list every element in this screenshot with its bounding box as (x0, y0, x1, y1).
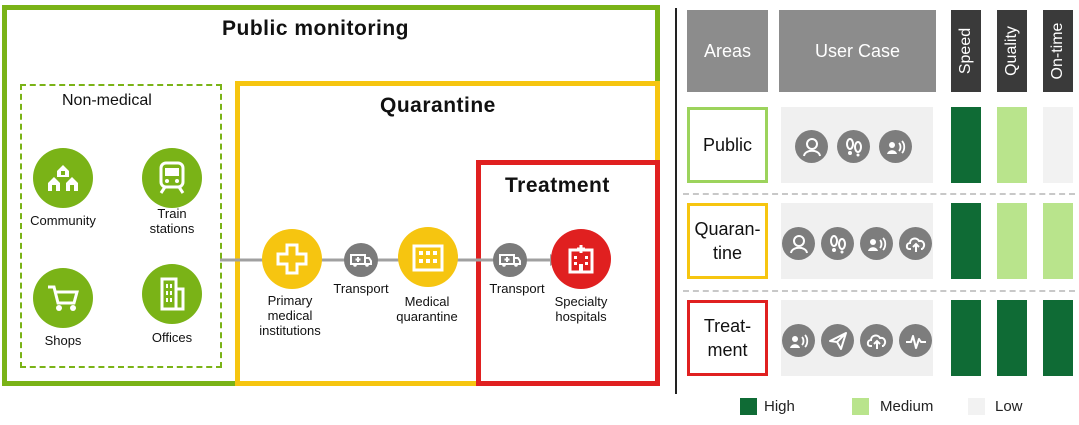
footprints-icon (821, 227, 854, 260)
on-time-header: On-time (1043, 10, 1073, 92)
legend-medium-label: Medium (880, 398, 934, 415)
offices-label: Offices (151, 330, 193, 345)
voice-icon (879, 130, 912, 163)
legend-high-swatch (740, 398, 757, 415)
row-separator (683, 193, 1075, 195)
shops-label: Shops (44, 333, 82, 348)
public-monitoring-title: Public monitoring (222, 17, 409, 40)
person-icon (782, 227, 815, 260)
non-medical-box (20, 84, 222, 368)
on-time-level-treatment (1043, 300, 1073, 376)
speed-header: Speed (951, 10, 981, 92)
row-separator (683, 290, 1075, 292)
voice-icon (860, 227, 893, 260)
ambulance-icon (344, 243, 378, 277)
quality-level-public (997, 107, 1027, 183)
voice-icon (782, 324, 815, 357)
area-public: Public (687, 107, 768, 183)
hospital-icon (551, 229, 611, 289)
area-quarantine: Quaran- tine (687, 203, 768, 279)
transport-label-1: Transport (333, 281, 389, 296)
speed-level-public (951, 107, 981, 183)
quality-level-quarantine (997, 203, 1027, 279)
specialty-hospitals-label: Specialty hospitals (554, 294, 608, 324)
treatment-box (476, 160, 660, 386)
quarantine-title: Quarantine (380, 94, 496, 117)
divider (675, 8, 677, 394)
medical-cross-icon (262, 229, 322, 289)
treatment-title: Treatment (505, 174, 610, 197)
cloud-upload-icon (860, 324, 893, 357)
user-case-header: User Case (779, 10, 936, 92)
quarantine-building-icon (398, 227, 458, 287)
area-treatment: Treat- ment (687, 300, 768, 376)
speed-level-treatment (951, 300, 981, 376)
legend-medium-swatch (852, 398, 869, 415)
train-stations-label: Train stations (149, 206, 195, 236)
heartbeat-icon (899, 324, 932, 357)
on-time-level-quarantine (1043, 203, 1073, 279)
train-icon (142, 148, 202, 208)
community-label: Community (30, 213, 96, 228)
non-medical-title: Non-medical (62, 92, 152, 109)
community-icon (33, 148, 93, 208)
speed-level-quarantine (951, 203, 981, 279)
medical-quarantine-label: Medical quarantine (396, 294, 458, 324)
cloud-upload-icon (899, 227, 932, 260)
shopping-cart-icon (33, 268, 93, 328)
legend-low-label: Low (995, 398, 1023, 415)
areas-header: Areas (687, 10, 768, 92)
on-time-level-public (1043, 107, 1073, 183)
send-icon (821, 324, 854, 357)
quality-level-treatment (997, 300, 1027, 376)
primary-label: Primary medical institutions (259, 293, 321, 338)
office-building-icon (142, 264, 202, 324)
footprints-icon (837, 130, 870, 163)
quality-header: Quality (997, 10, 1027, 92)
ambulance-icon (493, 243, 527, 277)
transport-label-2: Transport (489, 281, 545, 296)
legend-low-swatch (968, 398, 985, 415)
legend-high-label: High (764, 398, 795, 415)
person-icon (795, 130, 828, 163)
